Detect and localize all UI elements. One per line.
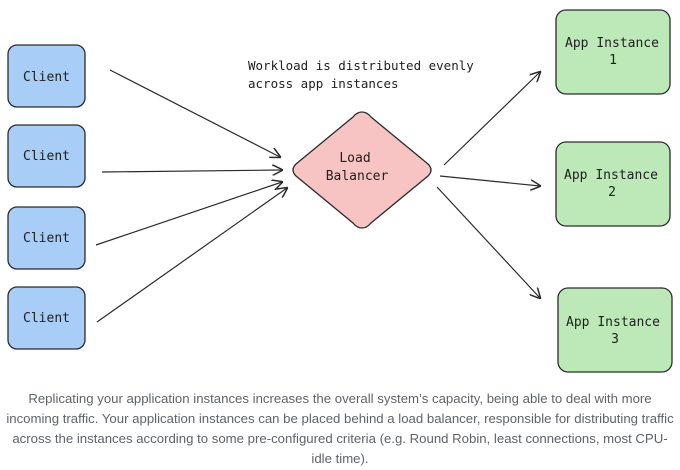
client-box-2: Client	[7, 124, 86, 188]
load-balancer-node: Load Balancer	[292, 111, 432, 229]
client-box-3: Client	[7, 206, 86, 270]
app-instance-1-label-line2: 1	[609, 53, 617, 68]
client-arrows	[95, 69, 287, 323]
annotation-line2: across app instances	[248, 76, 399, 91]
arrow-lb-to-instance-2	[439, 175, 540, 186]
client-box-1: Client	[7, 44, 86, 108]
arrow-client-1-to-lb	[109, 69, 280, 157]
client-label-2: Client	[23, 149, 70, 164]
load-balancer-label-line2: Balancer	[326, 169, 389, 184]
app-instance-3-label-line2: 3	[611, 332, 619, 347]
client-box-4: Client	[7, 286, 86, 350]
app-instance-1-label-line1: App Instance	[565, 36, 659, 51]
client-label-3: Client	[23, 231, 70, 246]
arrow-lb-to-instance-3	[436, 186, 540, 298]
annotation-line1: Workload is distributed evenly	[248, 58, 474, 73]
instance-arrows	[436, 72, 540, 298]
arrow-client-4-to-lb	[96, 188, 287, 323]
client-label-4: Client	[23, 311, 70, 326]
app-instance-box-3: App Instance 3	[557, 287, 673, 373]
arrow-client-3-to-lb	[95, 182, 282, 246]
arrow-lb-to-instance-1	[443, 72, 540, 166]
app-instance-2-label-line1: App Instance	[564, 168, 658, 183]
figure-caption: Replicating your application instances i…	[6, 391, 674, 466]
arrow-client-2-to-lb	[101, 170, 282, 172]
app-instance-3-label-line1: App Instance	[566, 315, 660, 330]
app-instance-box-1: App Instance 1	[555, 9, 671, 95]
load-balancer-label-line1: Load	[339, 151, 370, 166]
app-instance-2-label-line2: 2	[608, 185, 616, 200]
architecture-diagram: Client Client Client Client Load Balance…	[7, 9, 673, 373]
client-label-1: Client	[23, 70, 70, 85]
app-instance-box-2: App Instance 2	[555, 141, 671, 227]
distribution-annotation: Workload is distributed evenly across ap…	[248, 58, 474, 91]
